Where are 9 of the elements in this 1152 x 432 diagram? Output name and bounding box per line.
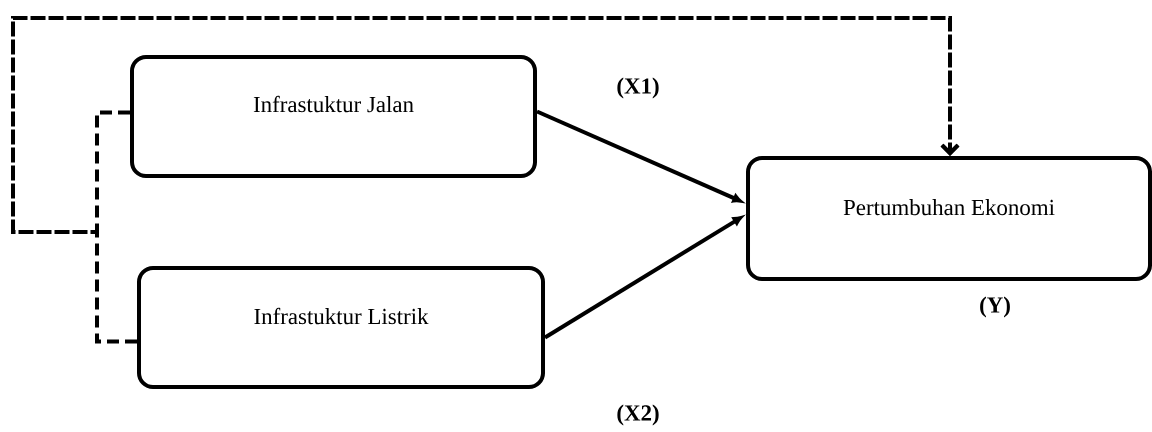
variable-label: (Y): [980, 296, 1010, 318]
dashed-arrow: [11, 16, 960, 344]
arrow: [536, 109, 743, 203]
rounded-box: Infrastuktur Listrik: [137, 266, 545, 389]
rounded-box: Infrastuktur Jalan: [130, 55, 537, 178]
arrow: [543, 216, 743, 340]
variable-label: (X1): [617, 77, 659, 99]
rounded-box: Pertumbuhan Ekonomi: [746, 156, 1152, 281]
variable-label: (X2): [617, 404, 659, 426]
